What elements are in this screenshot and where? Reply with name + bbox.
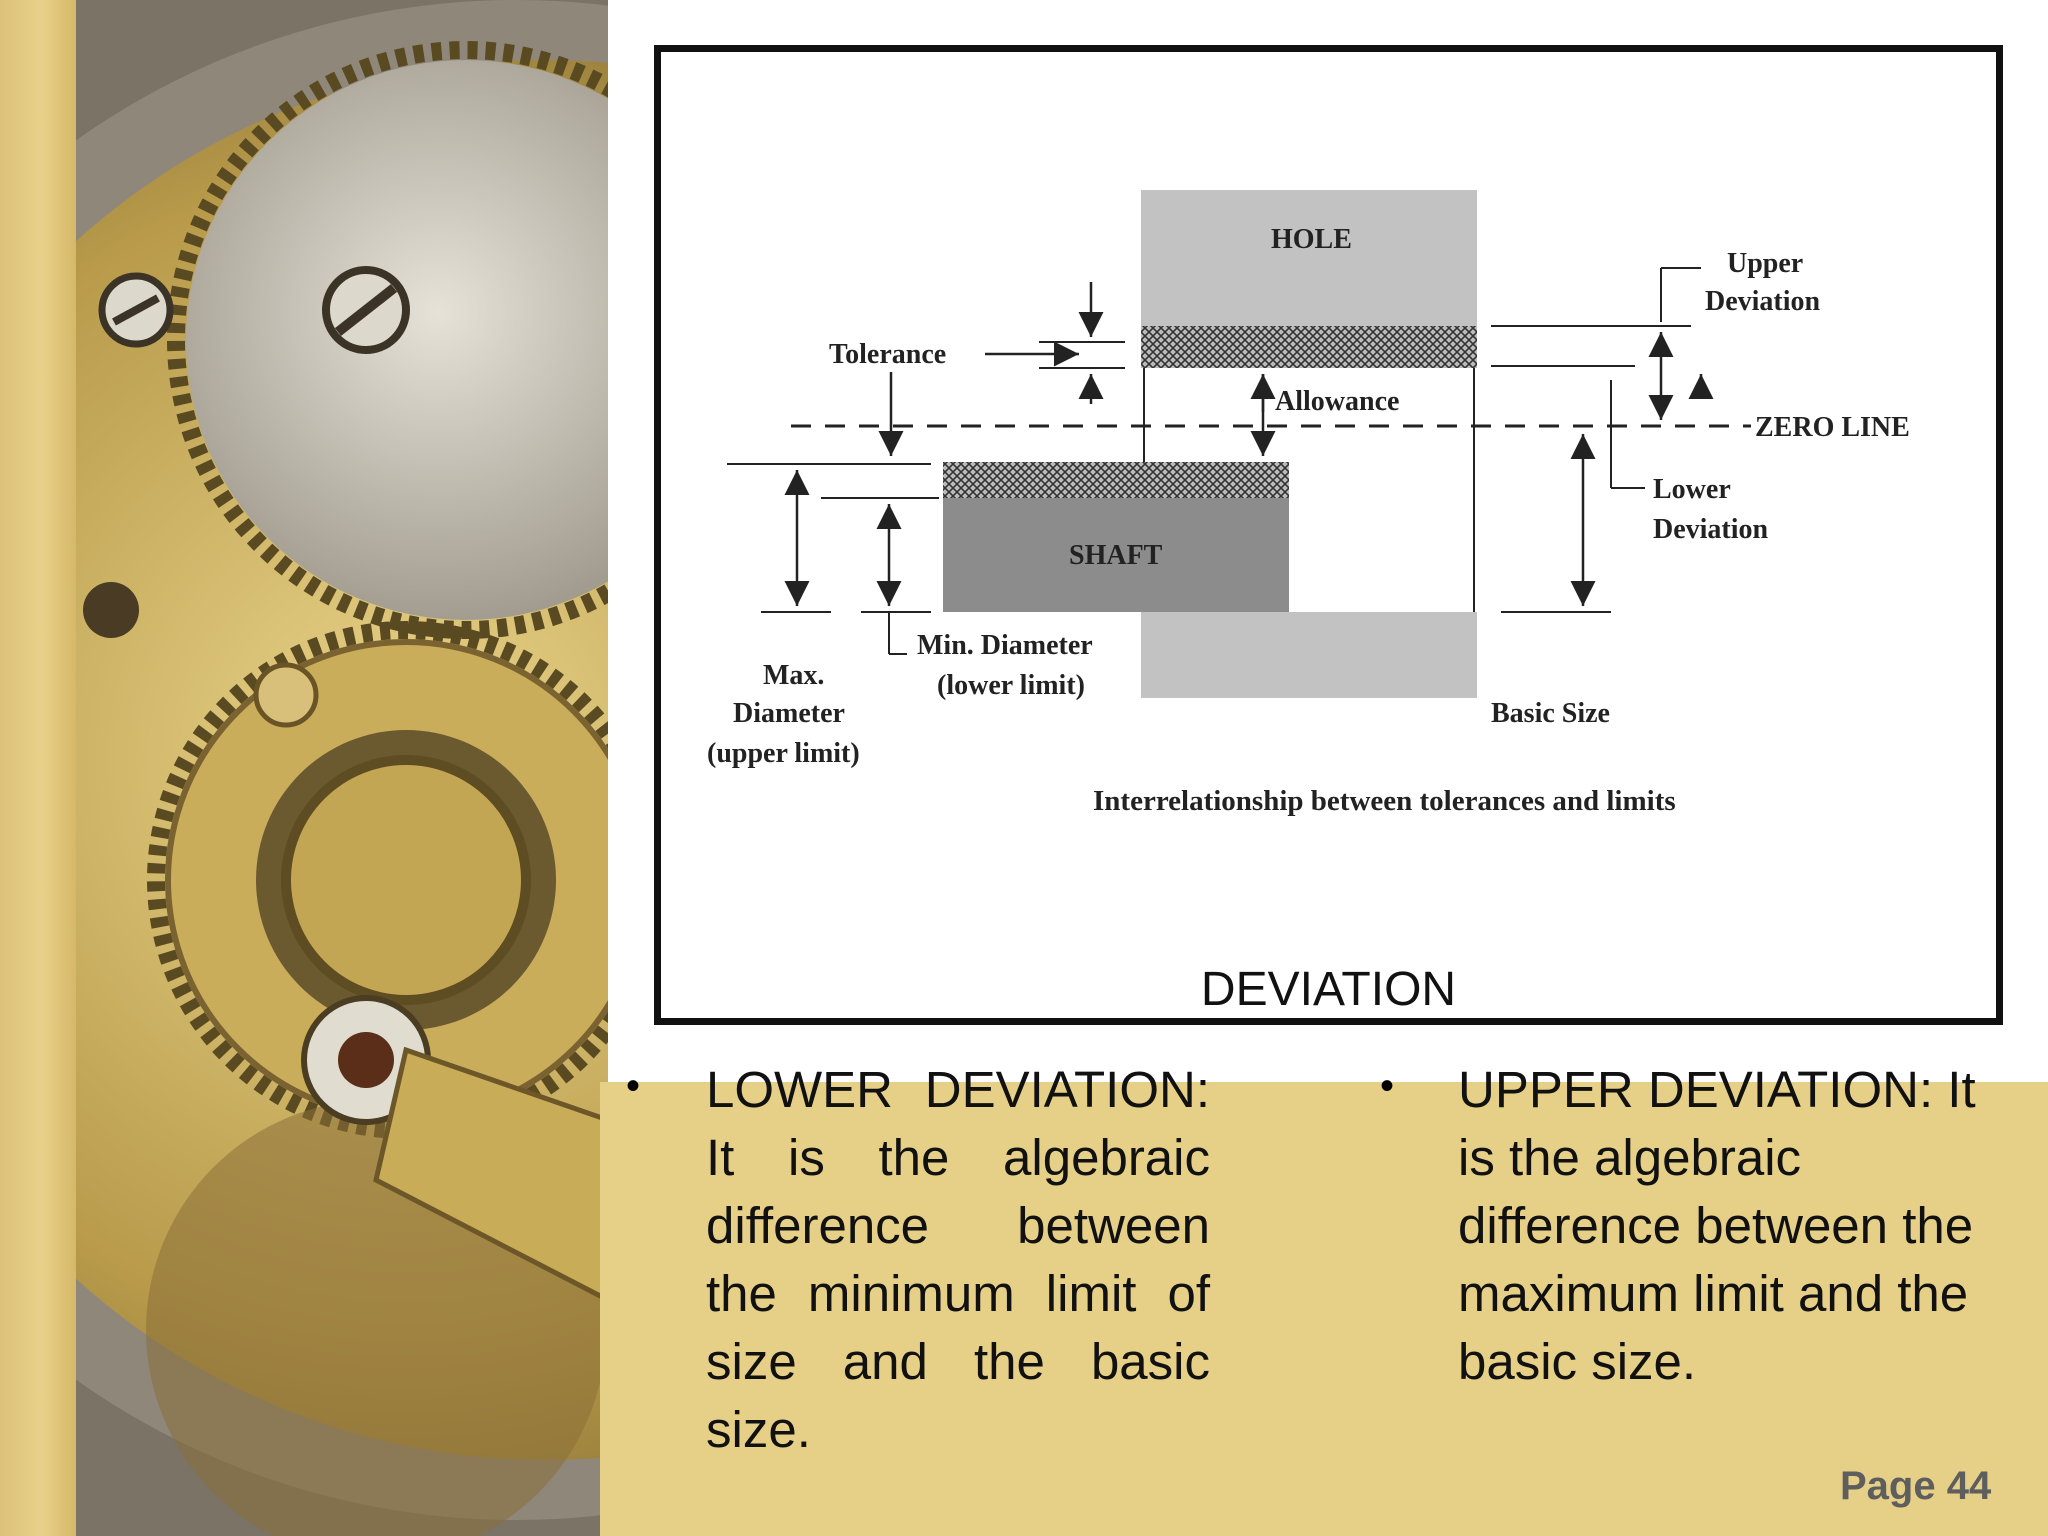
zero-line-label: ZERO LINE	[1755, 412, 1910, 443]
lower-deviation-label-2: Deviation	[1653, 514, 1769, 545]
figure-frame: HOLE SHAFT Tolerance Allowance ZERO LINE…	[654, 45, 2003, 1025]
shaft-block	[943, 498, 1289, 612]
max-diameter-label-2: Diameter	[733, 698, 845, 729]
hole-tolerance-zone	[1141, 326, 1477, 368]
max-diameter-label-1: Max.	[763, 660, 824, 691]
upper-deviation-label-2: Deviation	[1705, 286, 1821, 317]
bullet-marker-lower: •	[626, 1064, 641, 1108]
hole-block-lower	[1141, 612, 1477, 698]
watch-mechanism-photo	[76, 0, 608, 1536]
lower-deviation-bullet: LOWER DEVIATION: It is the algebraic dif…	[706, 1061, 1210, 1458]
max-diameter-label-3: (upper limit)	[707, 738, 860, 769]
upper-deviation-label-1: Upper	[1727, 248, 1803, 279]
allowance-label: Allowance	[1275, 386, 1399, 417]
decorative-side-strip	[0, 0, 76, 1536]
figure-caption: DEVIATION	[1200, 963, 1457, 1016]
upper-deviation-bullet: UPPER DEVIATION: It is the algebraic dif…	[1458, 1061, 1976, 1390]
shaft-tolerance-zone	[943, 462, 1289, 498]
hole-label: HOLE	[1271, 224, 1352, 255]
page-number: Page 44	[1840, 1464, 1992, 1508]
tolerance-limits-diagram: HOLE SHAFT Tolerance Allowance ZERO LINE…	[707, 190, 1910, 817]
diagram-inner-caption: Interrelationship between tolerances and…	[1093, 785, 1676, 817]
bottom-band	[600, 1082, 2048, 1536]
shaft-label: SHAFT	[1069, 540, 1163, 571]
min-diameter-label-1: Min. Diameter	[917, 630, 1093, 661]
lower-deviation-label-1: Lower	[1653, 474, 1731, 505]
basic-size-label: Basic Size	[1491, 698, 1610, 729]
tolerance-label: Tolerance	[829, 339, 946, 370]
min-diameter-label-2: (lower limit)	[937, 670, 1085, 701]
bullet-marker-upper: •	[1380, 1064, 1395, 1108]
hole-block-upper	[1141, 190, 1477, 326]
